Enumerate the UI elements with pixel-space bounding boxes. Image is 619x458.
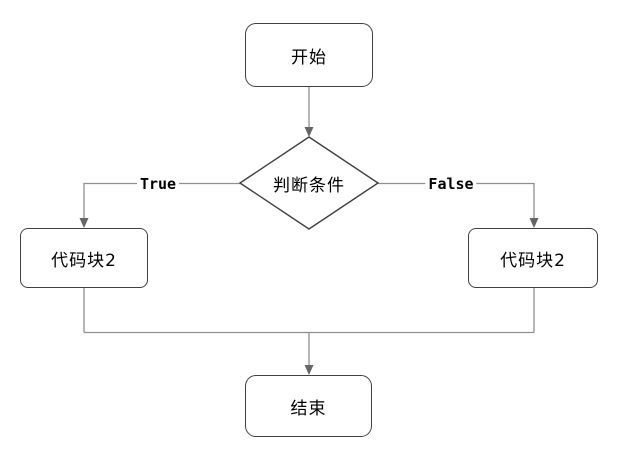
node-start: 开始 [245,23,373,87]
node-true-branch: 代码块2 [20,228,148,288]
node-decision: 判断条件 [273,175,345,196]
node-false-branch: 代码块2 [468,228,598,288]
edge-label-false: False [425,176,477,193]
edge-decision-to-true-branch [83,182,240,219]
arrowhead-false-branch [529,218,539,228]
arrowhead-end [304,365,314,375]
node-end: 结束 [245,375,372,437]
arrowhead-decision [304,127,314,137]
decision-diamond-shape [238,136,380,230]
arrowhead-true-branch [79,218,89,228]
edge-label-true: True [136,176,180,193]
